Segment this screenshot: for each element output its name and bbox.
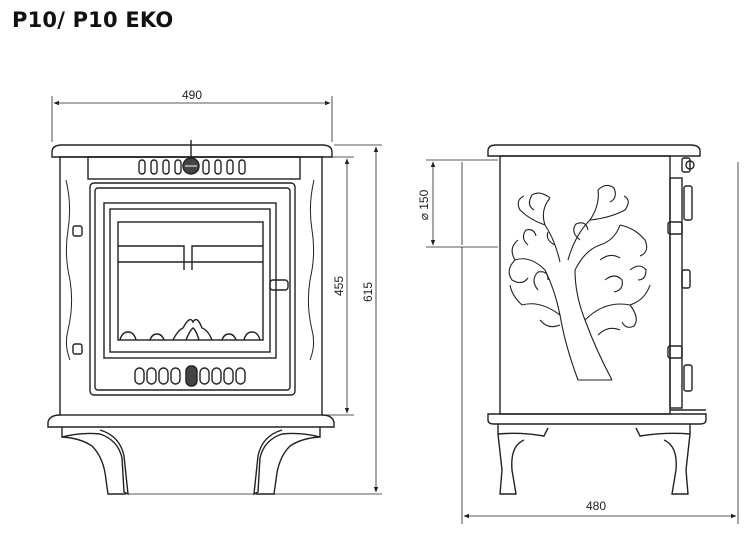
front-right-leg (253, 427, 321, 496)
side-right-leg (635, 424, 691, 495)
side-left-leg (497, 424, 549, 495)
front-base (47, 414, 335, 428)
side-hinge-top (667, 221, 683, 235)
front-flame-ornament (119, 318, 261, 341)
side-body (499, 155, 671, 415)
front-vent-knob-icon (182, 140, 200, 175)
side-hinge-bottom (667, 345, 683, 359)
dim-flue-diameter-label: ⌀ 150 (417, 189, 431, 220)
dim-front-width-label: 490 (182, 88, 202, 102)
side-view (487, 144, 707, 495)
dim-side-depth-label: 480 (586, 499, 606, 513)
dim-total-height-label: 615 (361, 282, 375, 302)
front-door-handle (269, 279, 289, 291)
front-door-window (103, 202, 277, 359)
front-top-plate (51, 144, 333, 158)
side-dimensions (426, 159, 739, 524)
side-handle (681, 269, 691, 289)
front-hinge-bottom (72, 343, 83, 355)
side-vent-knob-icon (681, 157, 695, 173)
dim-door-height-label: 455 (332, 276, 346, 296)
front-left-ornament (65, 179, 73, 361)
side-door-frame (669, 177, 683, 409)
front-vent-slots (138, 159, 246, 175)
side-base (487, 413, 707, 425)
front-door (89, 182, 296, 396)
front-vent-panel (87, 156, 301, 180)
side-tree-ornament (508, 184, 651, 381)
side-top-plate (487, 144, 701, 157)
page-title: P10/ P10 EKO (12, 8, 174, 32)
front-dimensions (51, 96, 382, 495)
front-view (47, 140, 335, 496)
front-hinge-top (72, 225, 83, 237)
front-air-intake (134, 365, 246, 387)
front-left-leg (61, 427, 129, 496)
